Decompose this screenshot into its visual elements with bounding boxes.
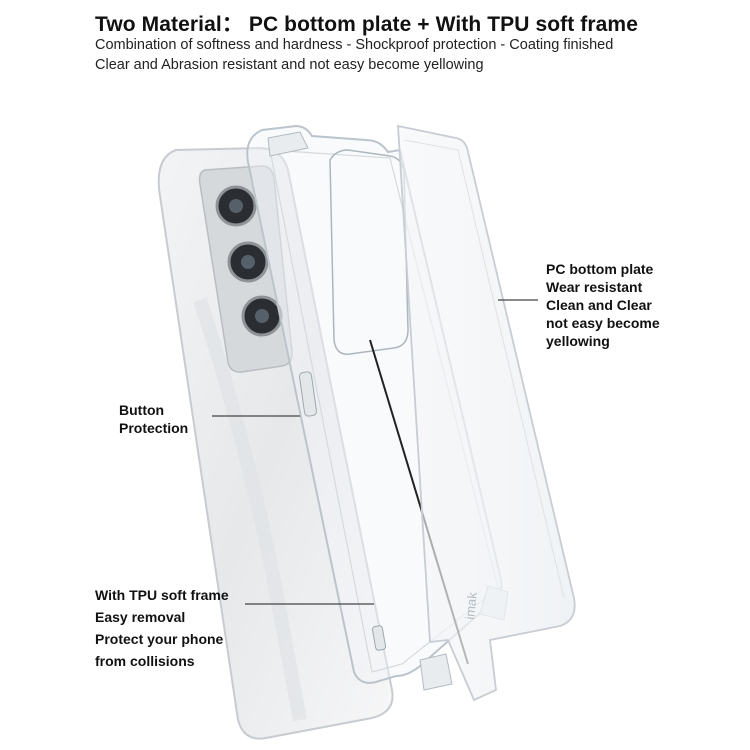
feature-description-line-1: Combination of softness and hardness - S… [95,37,614,53]
callout-line: Protection [119,420,189,436]
callout-line: Easy removal [95,609,186,625]
callout-line: Clean and Clear [546,297,652,313]
callout-line: from collisions [95,653,195,669]
callout-line: Wear resistant [546,279,643,295]
camera-module [198,165,293,373]
callout-line: With TPU soft frame [95,587,229,603]
pc-bottom-plate [397,124,576,702]
feature-description-line-2: Clear and Abrasion resistant and not eas… [95,57,484,73]
callout-line: yellowing [546,333,610,349]
callout-line: not easy become [546,315,660,331]
camera-lens-1 [215,185,257,227]
camera-lens-2 [227,241,269,283]
camera-lens-3 [241,295,283,337]
callout-line: Button [119,402,165,418]
pc-plate-callout: PC bottom plate Wear resistant Clean and… [546,260,660,350]
tpu-frame-callout: With TPU soft frame Easy removal Protect… [95,584,229,672]
page-title: Two Material： PC bottom plate + With TPU… [95,13,638,36]
callout-line: Protect your phone [95,631,224,647]
callout-line: PC bottom plate [546,261,654,277]
button-protection-callout: Button Protection [119,401,188,437]
brand-watermark: imak [462,591,480,620]
